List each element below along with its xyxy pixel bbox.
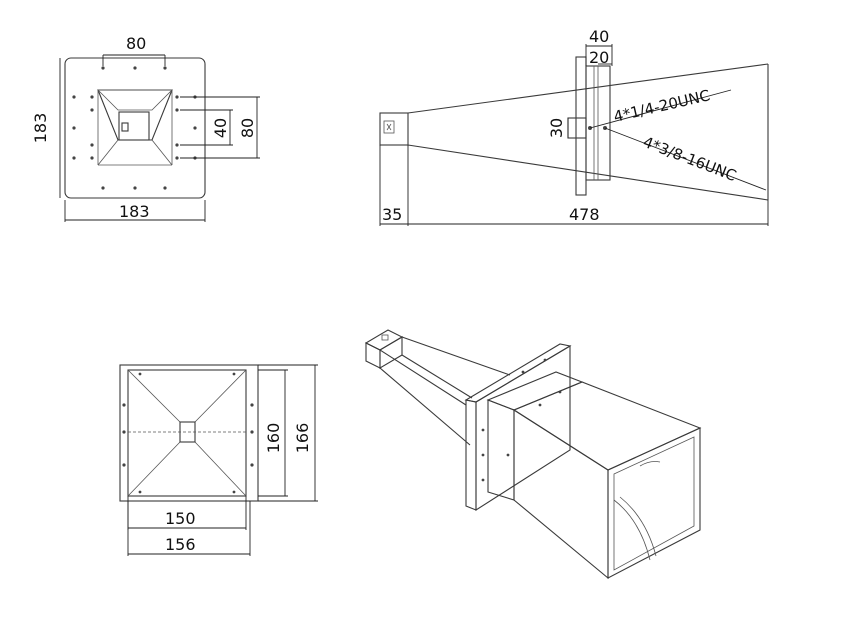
- iso-feed-connector: [381, 334, 389, 341]
- bolt-hole: [175, 108, 179, 112]
- aperture-diagonal-bl: [127, 441, 181, 497]
- thread-callouts: 4*1/4-20UNC 4*3/8-16UNC: [589, 86, 767, 191]
- dim-label-outer: 80: [238, 118, 257, 138]
- iso-horn-mouth-inner: [613, 436, 695, 571]
- dim-label-flange: 40: [589, 27, 609, 46]
- dim-flange-40-20: 40 20: [585, 27, 613, 67]
- bolt-hole: [90, 95, 94, 99]
- side-view: 40 20 30 4*1/4-20UNC 4*3/8-16UNC 35 478: [379, 27, 769, 226]
- leader-thread-small: [589, 89, 732, 129]
- dim-right-40-80: 40 80: [180, 96, 260, 159]
- dim-left-183: 183: [31, 58, 61, 198]
- waveguide-port: [118, 111, 150, 141]
- iso-horn-mouth: [607, 427, 701, 579]
- iso-flange-holes: [481, 358, 562, 482]
- aperture-bolt-holes: [122, 372, 254, 494]
- bolt-hole: [133, 186, 137, 190]
- note-thread-small: 4*1/4-20UNC: [612, 86, 712, 126]
- dim-label-outer-height: 166: [293, 423, 312, 454]
- bolt-hole: [163, 186, 167, 190]
- iso-horn-top: [512, 381, 702, 471]
- front-view: 80 183 183 40 80: [31, 34, 260, 222]
- flange-outline: [64, 57, 206, 199]
- horn-throat-taper: [97, 89, 173, 111]
- flange-bolt-holes: [72, 66, 197, 190]
- bolt-hole: [90, 156, 94, 160]
- horn-throat-outer: [97, 89, 173, 141]
- aperture-inner: [127, 369, 247, 497]
- aperture-throat: [179, 421, 196, 443]
- throat-corner-br: [151, 139, 173, 166]
- bolt-hole: [101, 186, 105, 190]
- aperture-diagonal-tl: [127, 369, 181, 423]
- dim-label-feed-length: 35: [382, 205, 402, 224]
- iso-ridge-curve-inner: [619, 496, 657, 557]
- iso-body-front: [487, 399, 515, 501]
- bolt-hole: [175, 143, 179, 147]
- throat-corner-bl: [97, 139, 119, 166]
- bolt-hole: [193, 126, 197, 130]
- aperture-outer: [119, 364, 259, 502]
- dim-waveguide-30: 30: [547, 118, 569, 138]
- bolt-hole: [90, 108, 94, 112]
- isometric-view: [364, 329, 702, 580]
- iso-ridge-curve: [613, 499, 651, 561]
- iso-body-top: [486, 371, 584, 411]
- dim-label-flange-inner: 20: [589, 48, 609, 67]
- dim-top-80: 80: [102, 34, 166, 66]
- bolt-hole: [72, 156, 76, 160]
- note-thread-large: 4*3/8-16UNC: [641, 133, 739, 185]
- dim-aperture-width: 150 156: [127, 496, 251, 556]
- dim-label-outer-width: 156: [165, 535, 196, 554]
- iso-flange-edge: [465, 399, 477, 511]
- leader-thread-large: [604, 127, 767, 191]
- dim-label-inner-height: 160: [264, 423, 283, 454]
- bolt-hole: [72, 126, 76, 130]
- bolt-hole: [175, 95, 179, 99]
- dim-label-inner-width: 150: [165, 509, 196, 528]
- dim-label-bottom: 183: [119, 202, 150, 221]
- bolt-hole: [72, 95, 76, 99]
- bolt-hole: [175, 156, 179, 160]
- dim-label-total-length: 478: [569, 205, 600, 224]
- horn-bottom-edge: [407, 144, 769, 201]
- feed-waveguide: [379, 112, 409, 146]
- dim-label-left: 183: [31, 113, 50, 144]
- aperture-diagonal-tr: [194, 369, 247, 423]
- waveguide-step: [567, 117, 587, 139]
- dim-length-35-478: 35 478: [379, 145, 769, 226]
- side-flange: [575, 56, 587, 196]
- dim-aperture-height: 160 166: [258, 364, 318, 502]
- bolt-hole: [133, 66, 137, 70]
- feed-connector: [383, 120, 395, 134]
- dim-label-inner: 40: [211, 118, 230, 138]
- horn-top-edge: [407, 63, 769, 114]
- aperture-diagonal-br: [194, 441, 247, 497]
- aperture-view: 160 166 150 156: [119, 364, 318, 556]
- dim-bottom-183: 183: [64, 200, 206, 222]
- dim-label-waveguide: 30: [547, 118, 566, 138]
- iso-ridge-top: [639, 461, 661, 467]
- iso-feed-front: [365, 342, 381, 369]
- bolt-hole: [90, 143, 94, 147]
- iso-horn-side: [513, 408, 609, 580]
- dim-label-top: 80: [126, 34, 146, 53]
- feed-pin: [121, 122, 129, 132]
- bolt-hole: [163, 66, 167, 70]
- bolt-hole: [101, 66, 105, 70]
